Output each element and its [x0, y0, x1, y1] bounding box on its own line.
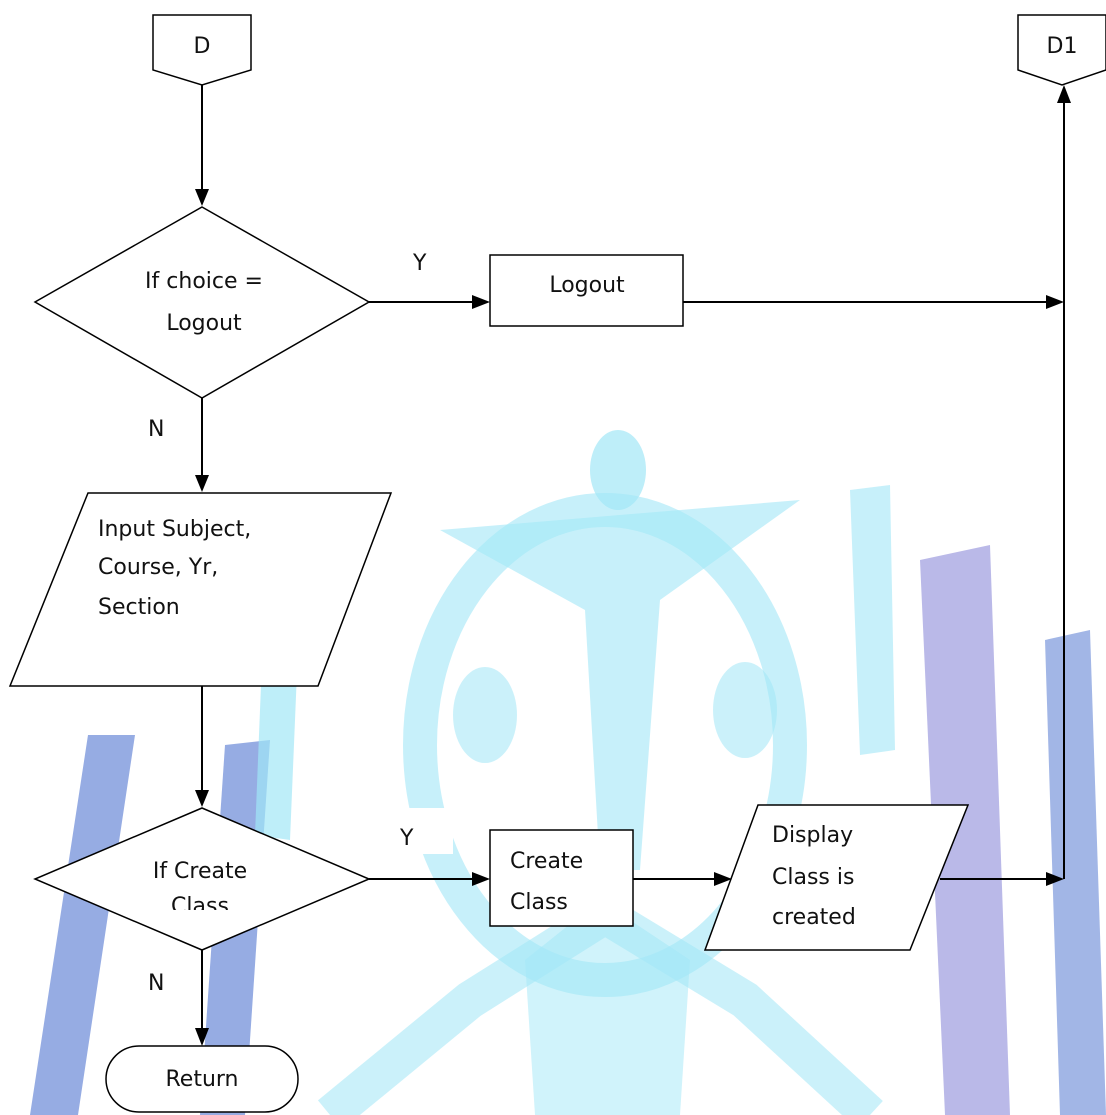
decision-logout-line2: Logout	[166, 311, 242, 336]
input-io-line1: Input Subject,	[98, 517, 251, 542]
watermark-bar-right-3	[850, 485, 895, 755]
edge-label-bg-create-no	[145, 955, 200, 1001]
arrowhead-display-to-trunk	[1046, 872, 1064, 886]
display-io-line3: created	[772, 905, 856, 930]
end-connector-shape	[1017, 14, 1106, 86]
input-io-line2: Course, Yr,	[98, 555, 218, 580]
process-logout-shape	[489, 254, 684, 327]
watermark-bar-right-2	[1045, 630, 1106, 1115]
watermark-bar-left-1	[30, 735, 135, 1115]
arrowhead-create-to-display	[714, 872, 732, 886]
watermark-logo	[30, 430, 1106, 1115]
arrowhead-trunk-to-end	[1057, 85, 1071, 103]
watermark-bulb-right	[713, 662, 777, 758]
input-io-shape	[8, 492, 393, 687]
edge-label-bg-create-yes	[395, 808, 453, 854]
watermark-bar-right-1	[920, 545, 1010, 1115]
watermark-bulb-left	[453, 667, 517, 763]
terminal-return-label: Return	[165, 1067, 238, 1092]
watermark-figure-body	[440, 500, 800, 870]
arrowhead-start-to-decision	[195, 189, 209, 206]
decision-create-line2: Class	[171, 894, 229, 919]
arrowhead-create-yes	[472, 872, 490, 886]
watermark-ring	[403, 493, 807, 997]
decision-logout-line1: If choice =	[145, 269, 263, 294]
start-connector-label: D	[194, 34, 211, 59]
display-io-line1: Display	[772, 823, 853, 848]
decision-create-line1: If Create	[153, 859, 247, 884]
process-create-shape	[489, 829, 634, 927]
edge-label-logout-yes: Y	[412, 251, 427, 276]
watermark-figure-head	[590, 430, 646, 510]
process-create-line1: Create	[510, 849, 583, 874]
watermark-base	[525, 900, 690, 1115]
decision-logout-shape	[33, 206, 371, 399]
arrowhead-logout-no	[195, 475, 209, 492]
process-logout-label: Logout	[549, 273, 625, 298]
process-create-line2: Class	[510, 890, 568, 915]
arrowhead-logout-yes	[472, 295, 490, 309]
edge-label-logout-no: N	[148, 417, 164, 442]
start-connector-shape	[152, 14, 252, 86]
display-io-line2: Class is	[772, 865, 854, 890]
display-io-shape	[703, 804, 970, 951]
edge-label-create-yes: Y	[399, 826, 414, 851]
arrowhead-input-to-decision	[195, 790, 209, 807]
edge-label-create-no: N	[148, 971, 164, 996]
input-io-line3: Section	[98, 595, 180, 620]
end-connector-label: D1	[1047, 34, 1078, 59]
arrowhead-create-no	[195, 1028, 209, 1046]
arrowhead-logout-to-trunk	[1046, 295, 1064, 309]
